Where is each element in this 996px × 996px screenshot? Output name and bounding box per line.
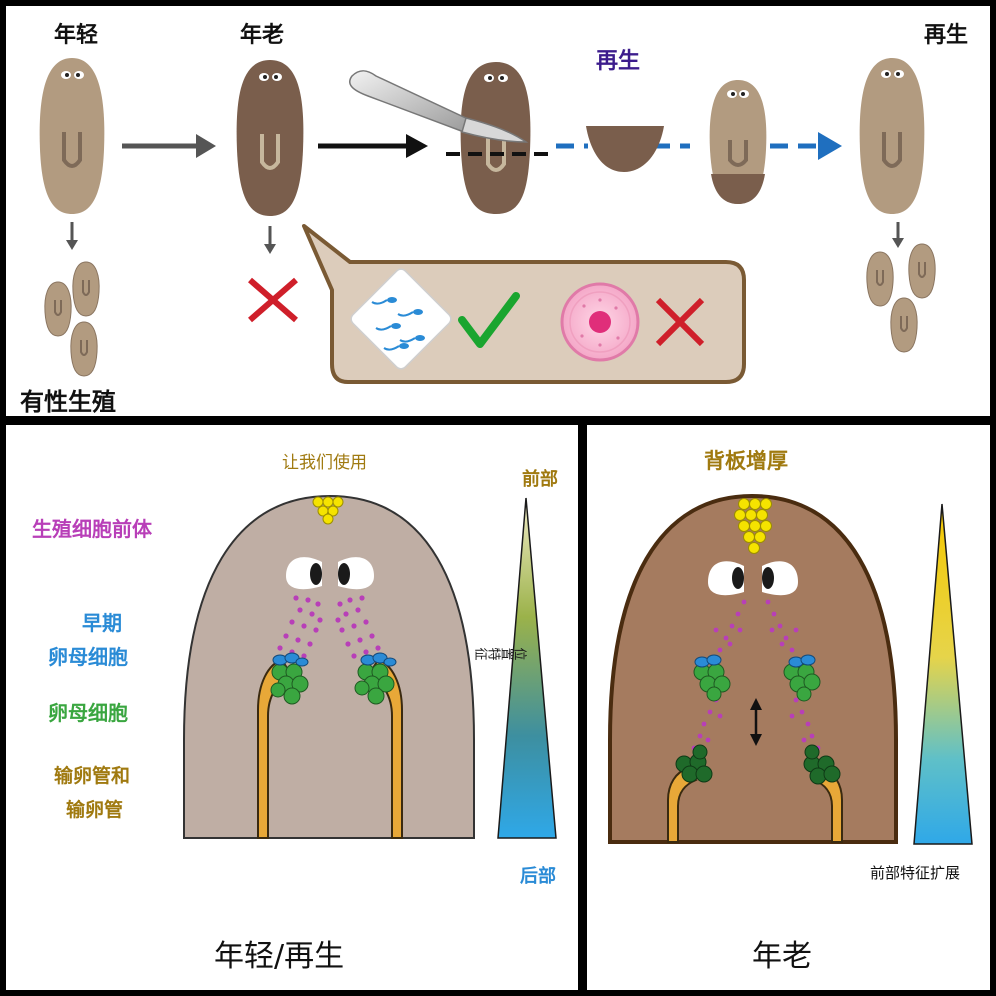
- regenerated-worm: [859, 58, 925, 214]
- scalpel-icon: [348, 70, 529, 143]
- down-arrow-young: [66, 222, 78, 250]
- regeneration-arrow: [556, 132, 842, 160]
- oocyte-cluster-right: [354, 652, 397, 705]
- arrow-old-to-cut: [318, 134, 428, 158]
- positional-identity-label: 位置特征: [474, 645, 527, 661]
- old-head-diagram: [608, 493, 898, 844]
- young-head-diagram: [183, 494, 475, 839]
- down-arrow-old: [264, 226, 276, 254]
- early-label: 早期: [82, 611, 122, 635]
- severed-fragment: [586, 126, 664, 172]
- regen-end-label: 再生: [924, 23, 968, 48]
- regen-label: 再生: [596, 49, 640, 74]
- offspring-worms-left: [44, 261, 100, 377]
- egg-cell-icon: [560, 282, 640, 362]
- oocyte-cluster-old-lower-right: [803, 744, 841, 785]
- oocyte-cluster-left: [270, 652, 309, 705]
- germ-precursor-dots-right: [335, 595, 381, 659]
- young-caption: 年轻/再生: [214, 939, 344, 974]
- bottom-right-panel-frame: [581, 419, 996, 996]
- posterior-label: 后部: [520, 865, 556, 887]
- young-top-label: 让我们使用: [282, 452, 367, 473]
- oocyte-cluster-old-upper-left: [693, 654, 731, 702]
- old-worm: [236, 60, 304, 216]
- young-label: 年轻: [54, 22, 98, 48]
- old-caption: 年老: [752, 939, 812, 974]
- egg-cross-icon: [655, 297, 705, 347]
- anterior-yellow-cells-old: [734, 498, 772, 554]
- old-top-label: 背板增厚: [704, 449, 788, 473]
- oviduct-label-1: 输卵管和: [54, 764, 130, 787]
- old-positional-gradient: [913, 503, 973, 845]
- cross-icon: [248, 277, 298, 323]
- check-icon: [458, 292, 520, 348]
- regenerating-worm: [709, 80, 767, 204]
- oocyte-cluster-old-upper-right: [783, 654, 821, 702]
- anterior-label: 前部: [522, 468, 558, 490]
- early-oocyte-label: 卵母细胞: [48, 645, 128, 669]
- germ-precursor-label: 生殖细胞前体: [32, 517, 153, 541]
- offspring-worms-right: [866, 243, 936, 353]
- down-arrow-regen: [892, 222, 904, 248]
- young-worm: [39, 58, 105, 214]
- sperm-icon: [350, 268, 452, 370]
- oocyte-cluster-old-lower-left: [675, 744, 713, 783]
- arrow-young-to-old: [122, 134, 216, 158]
- oviduct-label-2: 输卵管: [66, 798, 123, 821]
- double-arrow-icon: [750, 698, 762, 746]
- speech-bubble: [302, 224, 746, 384]
- sexual-reproduction-label: 有性生殖: [20, 388, 116, 416]
- young-positional-gradient: 位置特征: [474, 497, 557, 839]
- germ-precursor-dots-old-right: [765, 599, 821, 751]
- anterior-yellow-cells: [312, 496, 344, 525]
- old-label: 年老: [240, 22, 284, 48]
- anterior-expansion-label: 前部特征扩展: [870, 864, 960, 882]
- oocyte-label: 卵母细胞: [48, 701, 128, 725]
